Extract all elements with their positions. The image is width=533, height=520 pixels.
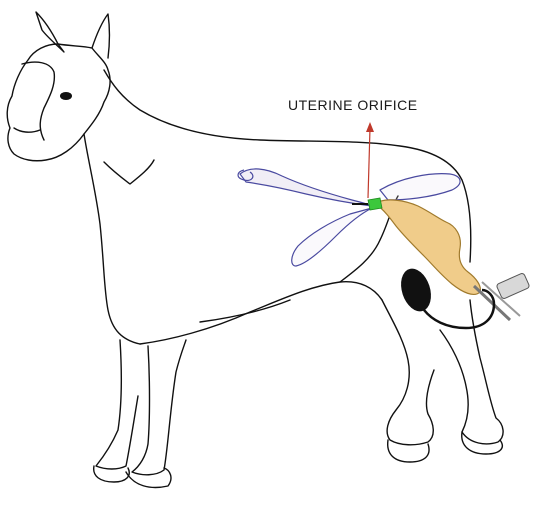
uterine-orifice-label: UTERINE ORIFICE	[288, 97, 418, 113]
front-leg-far	[96, 340, 138, 469]
front-leg-near	[132, 340, 186, 475]
head	[7, 44, 110, 161]
hind-leg-near	[382, 300, 434, 445]
pointer-arrow	[366, 122, 374, 198]
uterine-horn-loop-right	[380, 174, 460, 200]
instrument-body	[378, 200, 480, 295]
belly	[140, 282, 382, 344]
catheter-tip	[368, 198, 382, 210]
insemination-instrument	[352, 198, 530, 320]
hind-leg-far	[440, 300, 503, 444]
belly-fold	[200, 300, 290, 322]
shoulder	[104, 160, 154, 184]
muzzle	[22, 62, 54, 140]
left-ear	[36, 12, 64, 52]
chest	[84, 134, 140, 344]
uterine-horn-upper	[240, 169, 372, 206]
uterine-horn-lower	[292, 208, 372, 266]
instrument-handle	[496, 273, 530, 300]
eye	[60, 92, 72, 100]
mouth	[14, 128, 40, 132]
pump-bulb	[396, 265, 436, 315]
